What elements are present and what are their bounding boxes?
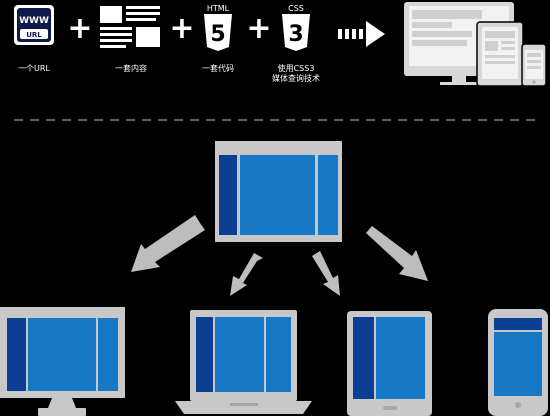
arrow-icon xyxy=(366,226,428,281)
html5-icon: HTML 5 xyxy=(204,4,232,51)
source-layout-panel xyxy=(215,141,342,242)
html-label: HTML xyxy=(207,4,230,13)
arrow-icon xyxy=(131,215,205,272)
url-caption: 一个URL xyxy=(18,64,50,73)
multi-device-icon xyxy=(404,2,547,87)
code-caption: 一套代码 xyxy=(202,64,234,73)
url-icon: WWW URL xyxy=(14,5,54,45)
tablet xyxy=(347,311,432,416)
plus-icon: + xyxy=(67,11,92,46)
css-label: CSS xyxy=(288,4,304,13)
laptop xyxy=(175,310,312,414)
url-label: URL xyxy=(26,31,42,39)
phone xyxy=(488,309,548,416)
arrow-icon xyxy=(230,253,263,296)
arrow-icon xyxy=(312,251,340,296)
css3-caption-line1: 使用CSS3 xyxy=(277,64,315,73)
content-icon xyxy=(100,6,160,48)
css3-caption-line2: 媒体查询技术 xyxy=(272,74,320,83)
css3-icon: CSS 3 xyxy=(282,4,310,51)
css3-glyph: 3 xyxy=(288,22,303,47)
html5-glyph: 5 xyxy=(210,22,225,47)
plus-icon: + xyxy=(169,11,194,46)
plus-icon: + xyxy=(246,11,271,46)
desktop-monitor xyxy=(0,307,125,416)
content-caption: 一套内容 xyxy=(115,64,147,73)
www-label: WWW xyxy=(19,16,49,26)
arrow-right-icon xyxy=(338,21,385,47)
